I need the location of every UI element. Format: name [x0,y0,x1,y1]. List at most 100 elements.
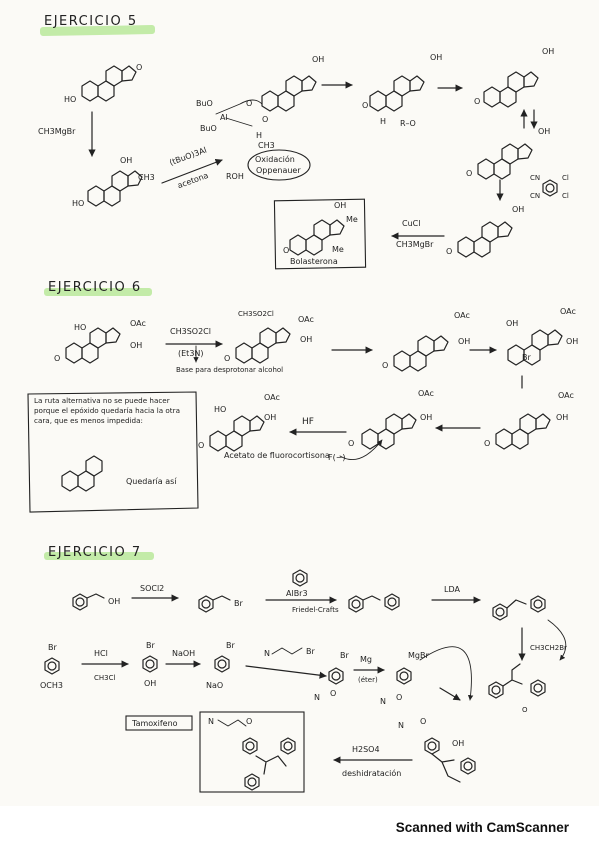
ex5-ts-steroid [261,75,317,112]
ex5-alcohol-steroid [87,170,143,207]
ex7-acid-ring [72,593,88,611]
ex7-grignard-o: O [396,693,402,702]
ex6-product-oac: OAc [264,393,280,402]
ex5-ts-buo-2: BuO [200,124,217,133]
ex5-reagent-cucl: CuCl [402,219,420,228]
ex5-label-oxidacion: Oxidación [255,154,295,164]
ex6-epoxide-o: O [484,439,490,448]
ex6-note-structure [61,455,103,492]
ex6-note-quedaria: Quedaría así [126,477,177,486]
ex7-grignard-ring [396,667,412,685]
ex5-reagent-ch3mgbr: CH3MgBr [38,127,76,136]
ex7-ether-ring [328,667,344,685]
scanner-footer [0,806,599,848]
ex6-mesylate-oac: OAc [298,315,314,324]
ex5-dienone-oh: OH [542,47,554,56]
ex5-enone-oh: OH [430,53,442,62]
ex6-f-attack-curve [339,439,383,460]
ex7-arrow-9 [439,687,461,701]
ex5-ddq-cl1: Cl [562,174,569,182]
ex6-title: EJERCICIO 6 [48,280,142,295]
ex5-product-name: Bolasterona [290,257,338,266]
ex7-product-n: N [208,717,214,726]
ex6-product-steroid [209,415,265,452]
ex7-product-box [199,711,305,793]
ex6-attack-oac: OAc [418,389,434,398]
ex6-start-oh: OH [130,341,142,350]
ex5-dienone-o: O [474,97,480,106]
ex7-alcohol-o: O [420,717,426,726]
ex5-product-box [273,198,367,270]
ex7-enolate-ring1 [492,603,508,621]
scanned-page [0,0,599,806]
ex7-product-ring2 [280,737,296,755]
ex6-mesylate-o: O [224,354,230,363]
ex6-bromohydrin-br: Br [522,353,531,362]
ex7-reagent-mg: Mg [360,655,372,664]
ex7-grignard-mgbr: MgBr [408,651,429,660]
ex7-product-o: O [246,717,252,726]
ex7-ether-n: N [314,693,320,702]
ex6-note-box [27,391,199,513]
ex6-bromohydrin-steroid [507,329,563,366]
ex7-amine-n: N [264,649,270,658]
ex7-title: EJERCICIO 7 [48,545,142,560]
ex5-label-ro: R–O [400,119,416,128]
ex5-ddq-ring [542,179,558,197]
ex7-title-highlight [44,552,154,560]
ex5-product-me2: Me [332,245,344,254]
ex7-alcohol-n: N [398,721,404,730]
ex6-epoxide-steroid [495,413,551,450]
ex5-ts-ch3: CH3 [258,141,275,150]
ex7-anisole-ring [44,657,60,675]
ex6-product-oh: OH [264,413,276,422]
ex5-section: EJERCICIO 5 O HO CH3MgBr OH CH3 HO (tBuO… [38,14,569,270]
ex6-bromohydrin-oh2: OH [566,337,578,346]
ex7-alcohol-chain [431,753,461,783]
ex7-enolate-curve [547,619,567,661]
ex5-enol-oh: OH [538,127,550,136]
ex7-ethyl-ring1 [488,681,504,699]
ex7-phenol-br: Br [146,641,155,650]
ex6-diene-oh: OH [458,337,470,346]
ex6-title-highlight [44,288,152,296]
ex7-label-deshidratacion: deshidratación [342,768,401,778]
ex7-phenol-ring [142,655,158,673]
ex7-section: EJERCICIO 7 OH SOCl2 Br AlBr3 Friedel-Cr… [40,545,567,793]
ex5-start-ho: HO [64,95,76,104]
ex7-product-ring3 [244,773,260,791]
ex5-start-steroid [81,65,137,102]
ex7-acylbr-chain [212,595,231,601]
ex7-benzene-reagent [292,569,308,587]
ex5-reagent-ch3mgbr2: CH3MgBr [396,240,434,249]
ex5-ts-h: H [256,131,262,140]
ex7-reagent-albr3: AlBr3 [286,589,308,598]
ex7-phenoxide-ring [214,655,230,673]
ex5-trienone-oh: OH [512,205,524,214]
ex6-attack-oh: OH [420,413,432,422]
ex5-reagent-acetona: acetona [176,171,209,191]
ex5-ddq-cn1: CN [530,174,540,182]
ex7-addition-curve [419,646,474,701]
ex5-product-oh: OH [334,201,346,210]
ex5-alcohol-ho: HO [72,199,84,208]
ex5-product-me1: Me [346,215,358,224]
ex5-ddq-cl2: Cl [562,192,569,200]
ex5-trienone-steroid [457,221,513,258]
ex5-enol-o: O [466,169,472,178]
ex5-alcohol-ch3: CH3 [138,173,155,182]
ex7-amine-chain [271,647,303,655]
ex7-product-label-box [125,715,193,731]
ex5-ts-o2: O [262,115,268,124]
ex6-diene-oac: OAc [454,311,470,320]
ex5-start-o: O [136,63,142,72]
ex6-epoxide-oac: OAc [558,391,574,400]
ex6-mesylate-steroid [235,327,291,364]
ex6-bromohydrin-oh: OH [506,319,518,328]
ex7-phenol-oh: OH [144,679,156,688]
ex6-product-ho: HO [214,405,226,414]
ex5-alcohol-oh: OH [120,156,132,165]
ex7-reagent-h2so4: H2SO4 [352,745,380,754]
scanned-with-camscanner: Scanned with CamScanner [395,820,569,835]
ex7-alcohol-ring1 [424,737,440,755]
